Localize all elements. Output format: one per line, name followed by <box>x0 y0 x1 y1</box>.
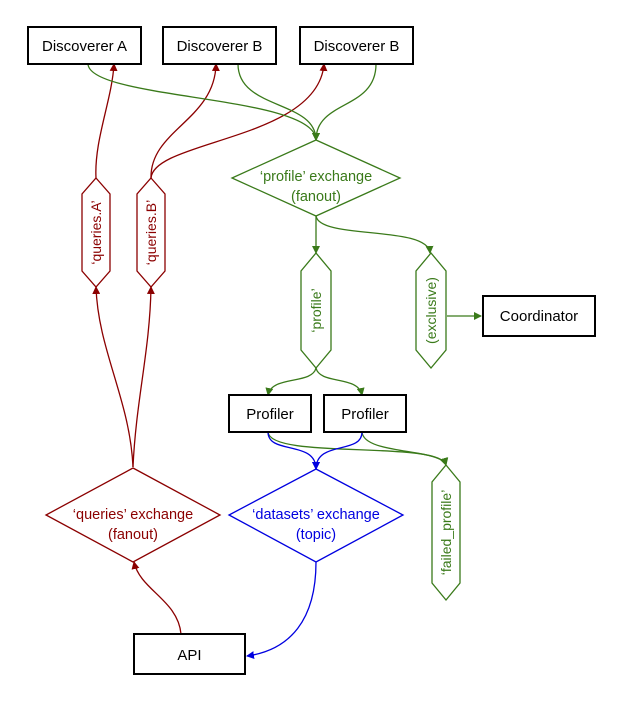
edge-discoverer-b1-to-profile-exchange <box>237 63 320 141</box>
queries-exchange-type: (fanout) <box>108 527 158 543</box>
queue-failed-profile: ‘failed_profile’ <box>431 463 461 602</box>
edge-profiler-2-to-datasets-exchange <box>312 431 363 470</box>
edge-queries-exchange-to-queue-b <box>132 286 155 468</box>
edge-discoverer-a-to-profile-exchange <box>87 63 320 141</box>
datasets-exchange: ‘datasets’ exchange (topic) <box>227 468 405 563</box>
api-node: API <box>133 633 246 675</box>
edge-queue-b-to-discoverer-b1 <box>150 63 220 179</box>
edge-queue-b-to-discoverer-b2 <box>150 63 328 179</box>
queue-queries-b-label: ‘queries.B’ <box>143 200 159 265</box>
profiler-2-label: Profiler <box>341 406 389 423</box>
coordinator-node: Coordinator <box>482 295 596 337</box>
profiler-1-label: Profiler <box>246 406 294 423</box>
edge-profile-queue-to-profiler-2 <box>315 367 365 396</box>
discoverer-a-node: Discoverer A <box>27 26 142 65</box>
edge-profiler-1-to-datasets-exchange <box>267 431 320 470</box>
queries-exchange-name: ‘queries’ exchange <box>73 507 193 523</box>
edge-discoverer-b2-to-profile-exchange <box>312 63 377 141</box>
edge-api-to-queries-exchange <box>131 561 182 635</box>
profiler-1-node: Profiler <box>228 394 312 433</box>
queue-queries-a: ‘queries.A’ <box>81 177 111 288</box>
edge-profile-exchange-to-exclusive-queue <box>315 215 434 254</box>
queue-exclusive-label: (exclusive) <box>423 277 439 344</box>
edge-queries-exchange-to-queue-a <box>92 286 134 468</box>
edge-profile-queue-to-profiler-1 <box>265 367 317 396</box>
queue-queries-b: ‘queries.B’ <box>136 177 166 288</box>
datasets-exchange-name: ‘datasets’ exchange <box>252 507 380 523</box>
queue-queries-a-label: ‘queries.A’ <box>88 200 104 264</box>
queries-exchange: ‘queries’ exchange (fanout) <box>44 467 222 563</box>
edge-queue-a-to-discoverer-a <box>95 63 118 179</box>
profile-exchange-type: (fanout) <box>291 189 341 205</box>
edges <box>87 63 482 659</box>
queue-profile: ‘profile’ <box>300 251 332 370</box>
profile-exchange: ‘profile’ exchange (fanout) <box>230 139 402 217</box>
edge-profiler-2-to-failed-profile <box>361 431 448 466</box>
discoverer-b2-node: Discoverer B <box>299 26 414 65</box>
discoverer-b1-node: Discoverer B <box>162 26 277 65</box>
discoverer-b1-label: Discoverer B <box>177 38 263 55</box>
discoverer-a-label: Discoverer A <box>42 38 127 55</box>
profiler-2-node: Profiler <box>323 394 407 433</box>
discoverer-b2-label: Discoverer B <box>314 38 400 55</box>
datasets-exchange-type: (topic) <box>296 527 336 543</box>
queue-profile-label: ‘profile’ <box>308 288 324 332</box>
coordinator-label: Coordinator <box>500 308 578 325</box>
api-label: API <box>177 647 201 664</box>
queue-exclusive: (exclusive) <box>415 251 447 370</box>
profile-exchange-name: ‘profile’ exchange <box>260 169 372 185</box>
queue-failed-profile-label: ‘failed_profile’ <box>438 490 454 576</box>
edge-datasets-exchange-to-api <box>246 561 317 659</box>
